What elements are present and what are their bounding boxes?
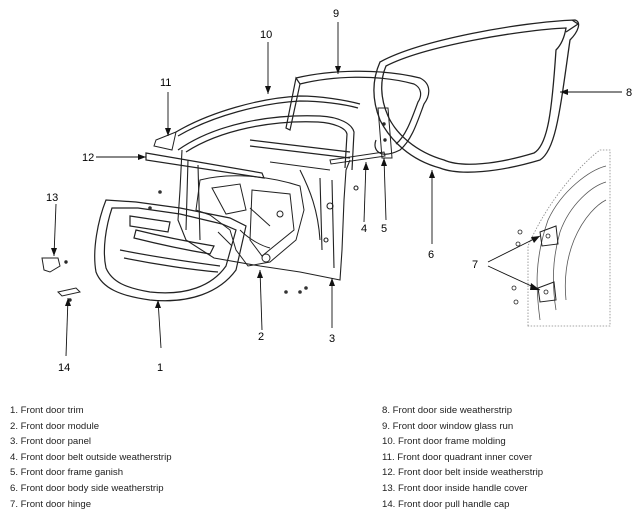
fasteners [148, 190, 308, 294]
callout-5: 5 [381, 223, 387, 235]
callout-14: 14 [58, 362, 70, 374]
part-quadrant-inner-cover [153, 131, 177, 151]
legend-right-column: 8. Front door side weatherstrip 9. Front… [382, 403, 543, 512]
callout-2: 2 [258, 331, 264, 343]
callout-10: 10 [260, 29, 272, 41]
part-frame-ganish [377, 107, 393, 159]
leader-arrowheads [51, 66, 568, 308]
part-belt-inside-weatherstrip [145, 152, 265, 179]
callout-3: 3 [329, 333, 335, 345]
callout-13: 13 [46, 192, 58, 204]
legend-item: 10. Front door frame molding [382, 436, 506, 448]
callout-1: 1 [157, 362, 163, 374]
part-door-trim [94, 199, 247, 302]
callout-11: 11 [160, 77, 171, 89]
legend-item: 6. Front door body side weatherstrip [10, 482, 164, 494]
part-door-panel [177, 149, 359, 281]
exploded-door-diagram: 1 2 3 4 5 6 7 8 9 10 11 12 13 14 [41, 8, 632, 374]
callout-4: 4 [361, 223, 367, 235]
legend-item: 2. Front door module [10, 420, 100, 432]
legend-item: 4. Front door belt outside weatherstrip [10, 451, 172, 463]
legend-item: 8. Front door side weatherstrip [382, 405, 513, 416]
callout-6: 6 [428, 249, 434, 261]
callout-8: 8 [626, 87, 632, 99]
part-side-weatherstrip [373, 19, 580, 173]
legend-item: 11. Front door quadrant inner cover [382, 451, 533, 463]
legend-item: 3. Front door panel [10, 436, 92, 448]
legend-item: 13. Front door inside handle cover [382, 482, 528, 494]
part-inside-handle-cover [41, 257, 68, 273]
callout-numbers: 1 2 3 4 5 6 7 8 9 10 11 12 13 14 [46, 8, 632, 374]
legend-left-column: 1. Front door trim 2. Front door module … [10, 403, 172, 512]
legend-item: 1. Front door trim [10, 405, 84, 416]
legend-item: 7. Front door hinge [10, 498, 92, 510]
part-window-glass-run [285, 70, 430, 155]
part-hinge-detail [511, 149, 611, 327]
legend-item: 12. Front door belt inside weatherstrip [382, 467, 544, 479]
part-belt-outside-weatherstrip [329, 151, 386, 165]
callout-7: 7 [472, 259, 478, 271]
part-pull-handle-cap [57, 287, 81, 302]
legend-item: 9. Front door window glass run [382, 420, 514, 432]
part-door-frame [177, 115, 355, 171]
part-frame-molding [175, 95, 361, 137]
callout-12: 12 [82, 152, 94, 164]
part-door-module [195, 175, 305, 267]
callout-9: 9 [333, 8, 339, 20]
legend-item: 5. Front door frame ganish [10, 467, 124, 479]
legend-item: 14. Front door pull handle cap [382, 498, 510, 510]
